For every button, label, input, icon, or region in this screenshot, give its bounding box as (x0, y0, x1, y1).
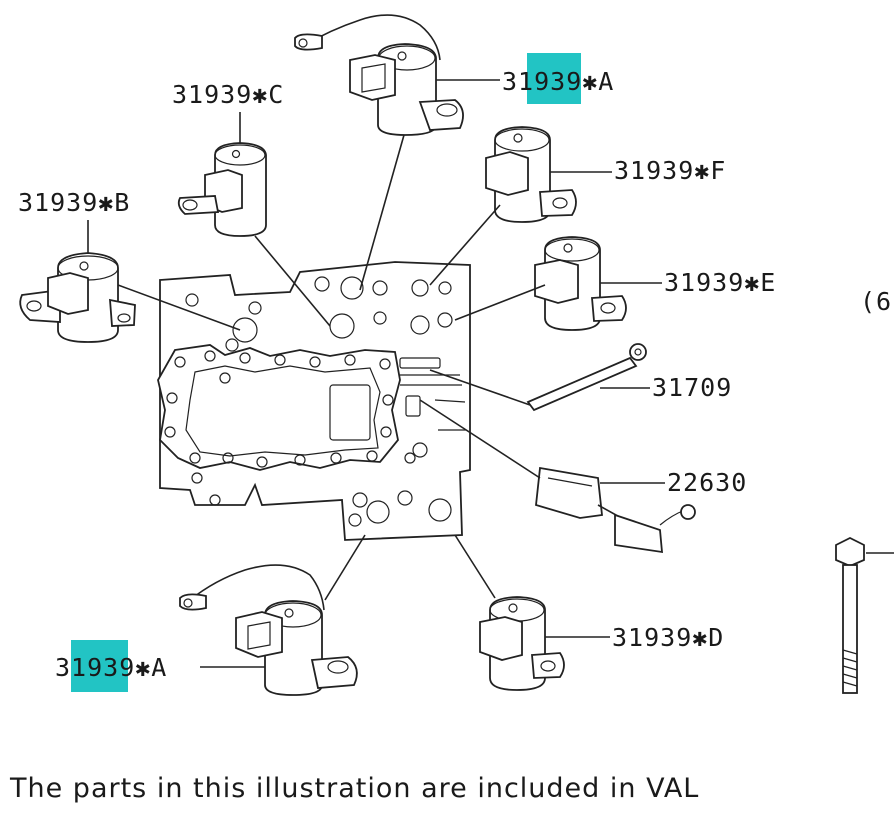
solenoid-d (454, 534, 565, 691)
highlight-box-top (527, 53, 581, 104)
solenoid-e (454, 236, 627, 331)
solenoid-a-bottom (179, 534, 366, 696)
solenoid-f (429, 126, 577, 286)
callout-31939-b: 31939✱B (18, 188, 130, 217)
highlight-box-bottom (71, 640, 128, 692)
harness-31709 (429, 343, 647, 412)
bolt (835, 536, 894, 694)
callout-31939-c: 31939✱C (172, 80, 284, 109)
illustration-caption: The parts in this illustration are inclu… (9, 773, 699, 804)
solenoid-a-top (294, 14, 464, 291)
solenoid-b (19, 220, 241, 343)
sensor-22630 (419, 399, 696, 554)
callout-31939-f: 31939✱F (614, 156, 726, 185)
callout-31939-e: 31939✱E (664, 268, 776, 297)
callout-31939-d: 31939✱D (612, 623, 724, 652)
callout-edge-fragment: (6 (860, 287, 892, 316)
callout-31709: 31709 (652, 373, 732, 402)
callout-31939-a-bottom: 31939✱A (55, 653, 167, 682)
solenoid-c (177, 112, 331, 327)
callout-31939-a-top: 31939✱A (502, 67, 614, 96)
control-valve-body (157, 261, 471, 541)
callout-22630: 22630 (667, 468, 747, 497)
